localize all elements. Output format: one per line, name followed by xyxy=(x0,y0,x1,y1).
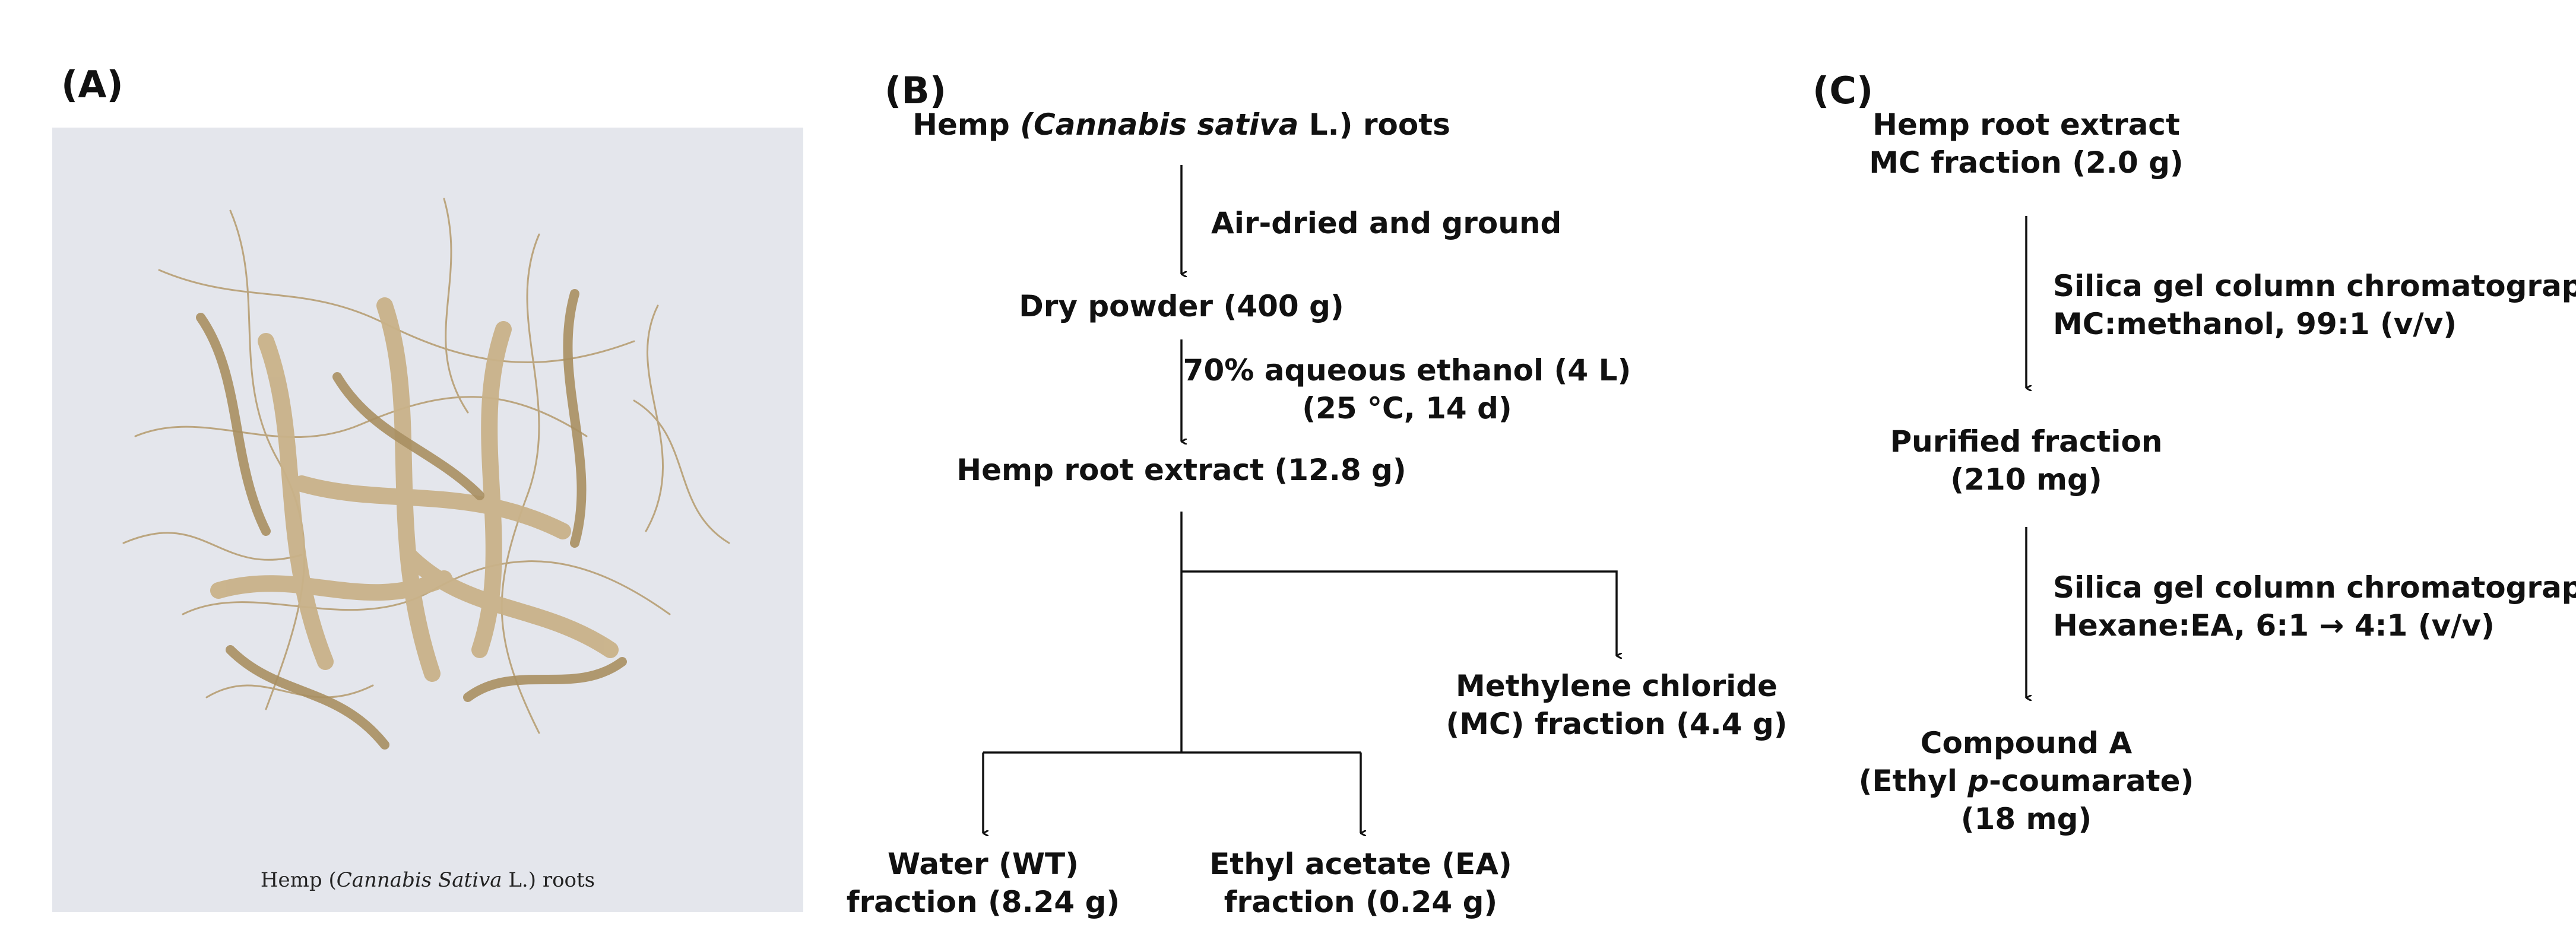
panel-c-label: (C) xyxy=(1813,69,1874,112)
photo-caption: Hemp (Cannabis Sativa L.) roots xyxy=(260,868,595,892)
panel-b-label: (B) xyxy=(885,69,946,112)
step-silica-column-1: Silica gel column chromatography MC:meth… xyxy=(2053,269,2576,341)
step-ethanol-extraction: 70% aqueous ethanol (4 L) (25 °C, 14 d) xyxy=(1183,353,1631,426)
hemp-roots-node: Hemp (Cannabis sativa L.) roots xyxy=(912,107,1450,142)
step-silica-column-2: Silica gel column chromatography Hexane:… xyxy=(2053,570,2576,643)
ea-fraction-node: Ethyl acetate (EA) fraction (0.24 g) xyxy=(1209,847,1512,919)
panel-a-label: (A) xyxy=(61,63,123,106)
mc-fraction-node: Methylene chloride (MC) fraction (4.4 g) xyxy=(1446,669,1788,741)
arrow-to-mc-fraction xyxy=(1181,570,1617,656)
dry-powder-node: Dry powder (400 g) xyxy=(1019,289,1344,323)
hemp-roots-photo: Hemp (Cannabis Sativa L.) roots xyxy=(52,128,803,912)
compound-a-node: Compound A (Ethyl p-coumarate) (18 mg) xyxy=(1858,726,2194,836)
hemp-root-extract-node: Hemp root extract (12.8 g) xyxy=(956,453,1406,487)
roots-illustration xyxy=(122,198,730,750)
mc-fraction-start-node: Hemp root extract MC fraction (2.0 g) xyxy=(1869,107,2184,180)
purified-fraction-node: Purified fraction (210 mg) xyxy=(1890,424,2163,497)
water-fraction-node: Water (WT) fraction (8.24 g) xyxy=(846,847,1120,919)
step-air-dried: Air-dried and ground xyxy=(1211,206,1562,240)
